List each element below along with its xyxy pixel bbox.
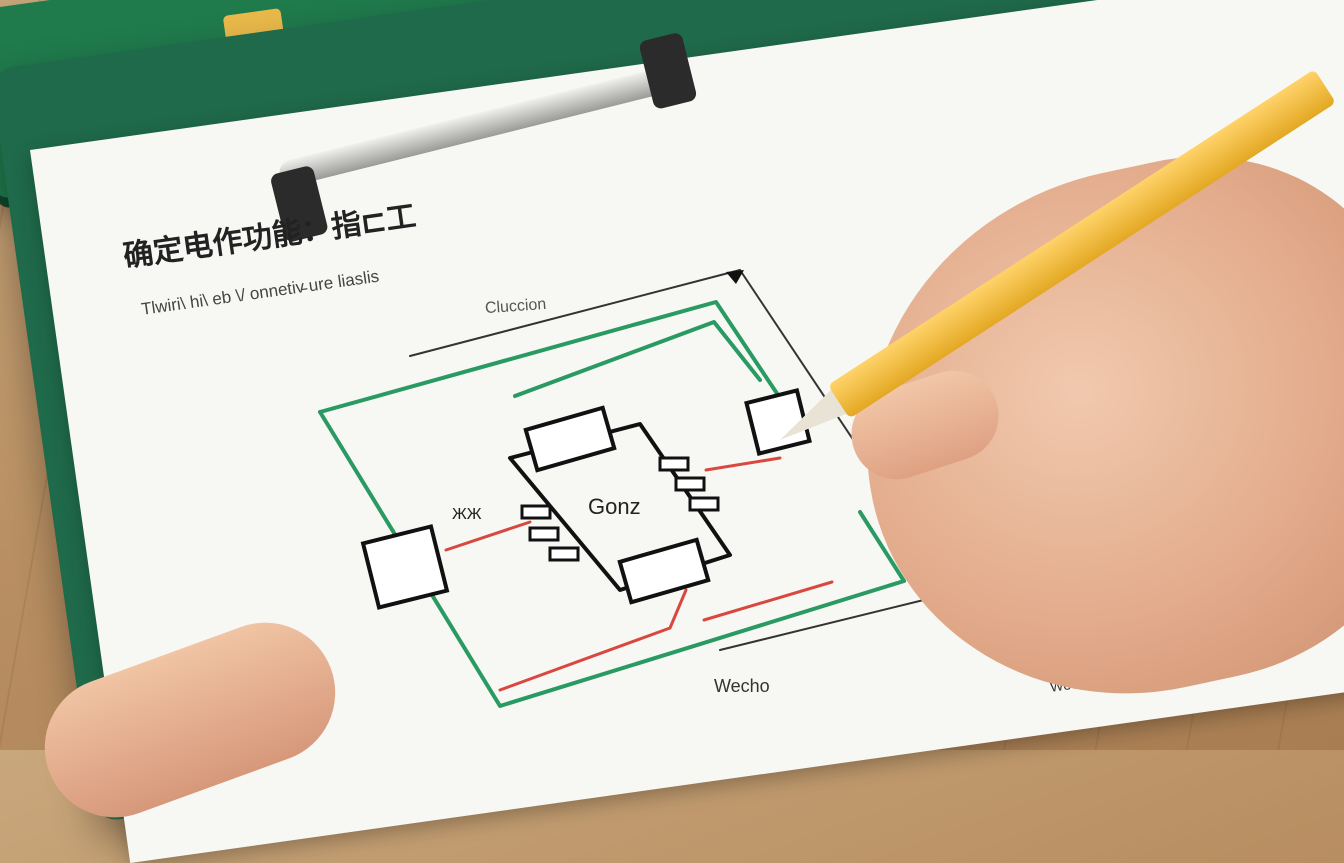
component-block [523, 405, 617, 473]
green-wire [318, 300, 782, 414]
center-block-label: Gonz [588, 494, 641, 519]
black-wire [409, 269, 741, 357]
red-wire [704, 456, 782, 472]
bottom-label: Wecho [714, 676, 770, 696]
pin [674, 476, 706, 492]
pin [688, 496, 720, 512]
component-block [744, 388, 812, 456]
black-wire [719, 595, 941, 651]
green-wire [513, 320, 762, 398]
red-wire [498, 588, 688, 692]
pin [548, 546, 580, 562]
pin [658, 456, 690, 472]
red-wire [702, 580, 834, 622]
circuit-diagram [318, 269, 968, 708]
component-block [360, 524, 450, 610]
component-block [617, 537, 711, 605]
left-label: ЖЖ [452, 506, 482, 523]
red-wire [444, 520, 532, 552]
pin [528, 526, 560, 542]
arrow-icon [726, 270, 744, 284]
pin [520, 504, 552, 520]
